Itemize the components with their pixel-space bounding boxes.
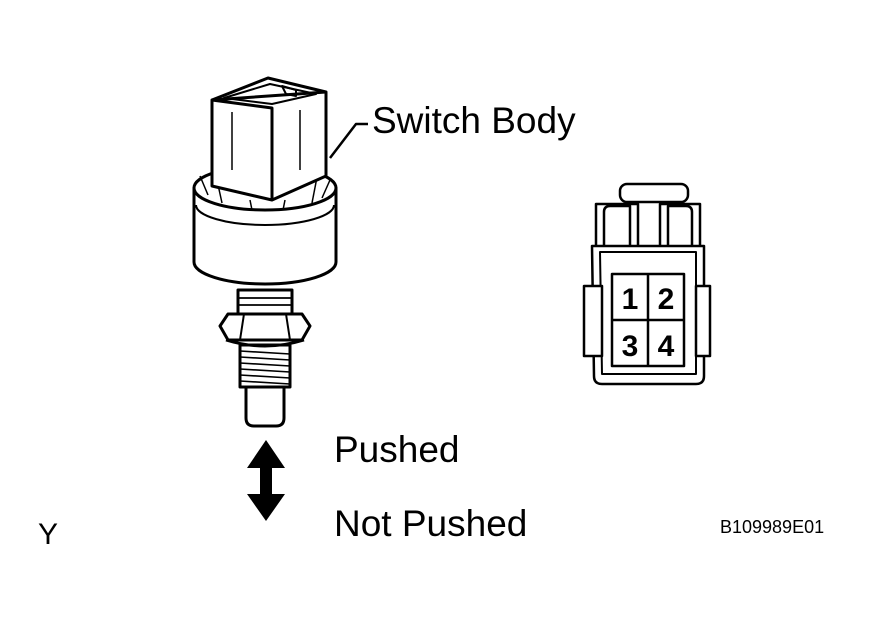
- plunger: [244, 383, 286, 428]
- not-pushed-label: Not Pushed: [334, 503, 527, 544]
- figure-code: B109989E01: [720, 517, 824, 537]
- pin-4-label: 4: [658, 330, 675, 363]
- switch-body-leader-line: [329, 122, 368, 159]
- switch-body-label: Switch Body: [372, 100, 576, 141]
- threaded-shaft: [238, 343, 292, 389]
- pin-3-label: 3: [622, 330, 639, 363]
- connector-front-view: [582, 182, 712, 386]
- connector-housing: [210, 76, 328, 202]
- upper-neck: [236, 288, 294, 316]
- pin-1-label: 1: [622, 283, 639, 316]
- pin-2-label: 2: [658, 283, 675, 316]
- corner-mark: Y: [38, 518, 58, 551]
- connector-pin-numbers: 1 2 3 4: [622, 283, 675, 363]
- double-arrow-icon: [247, 440, 285, 521]
- hex-nut: [218, 312, 312, 348]
- pushed-label: Pushed: [334, 429, 460, 470]
- switch-assembly: [192, 76, 368, 428]
